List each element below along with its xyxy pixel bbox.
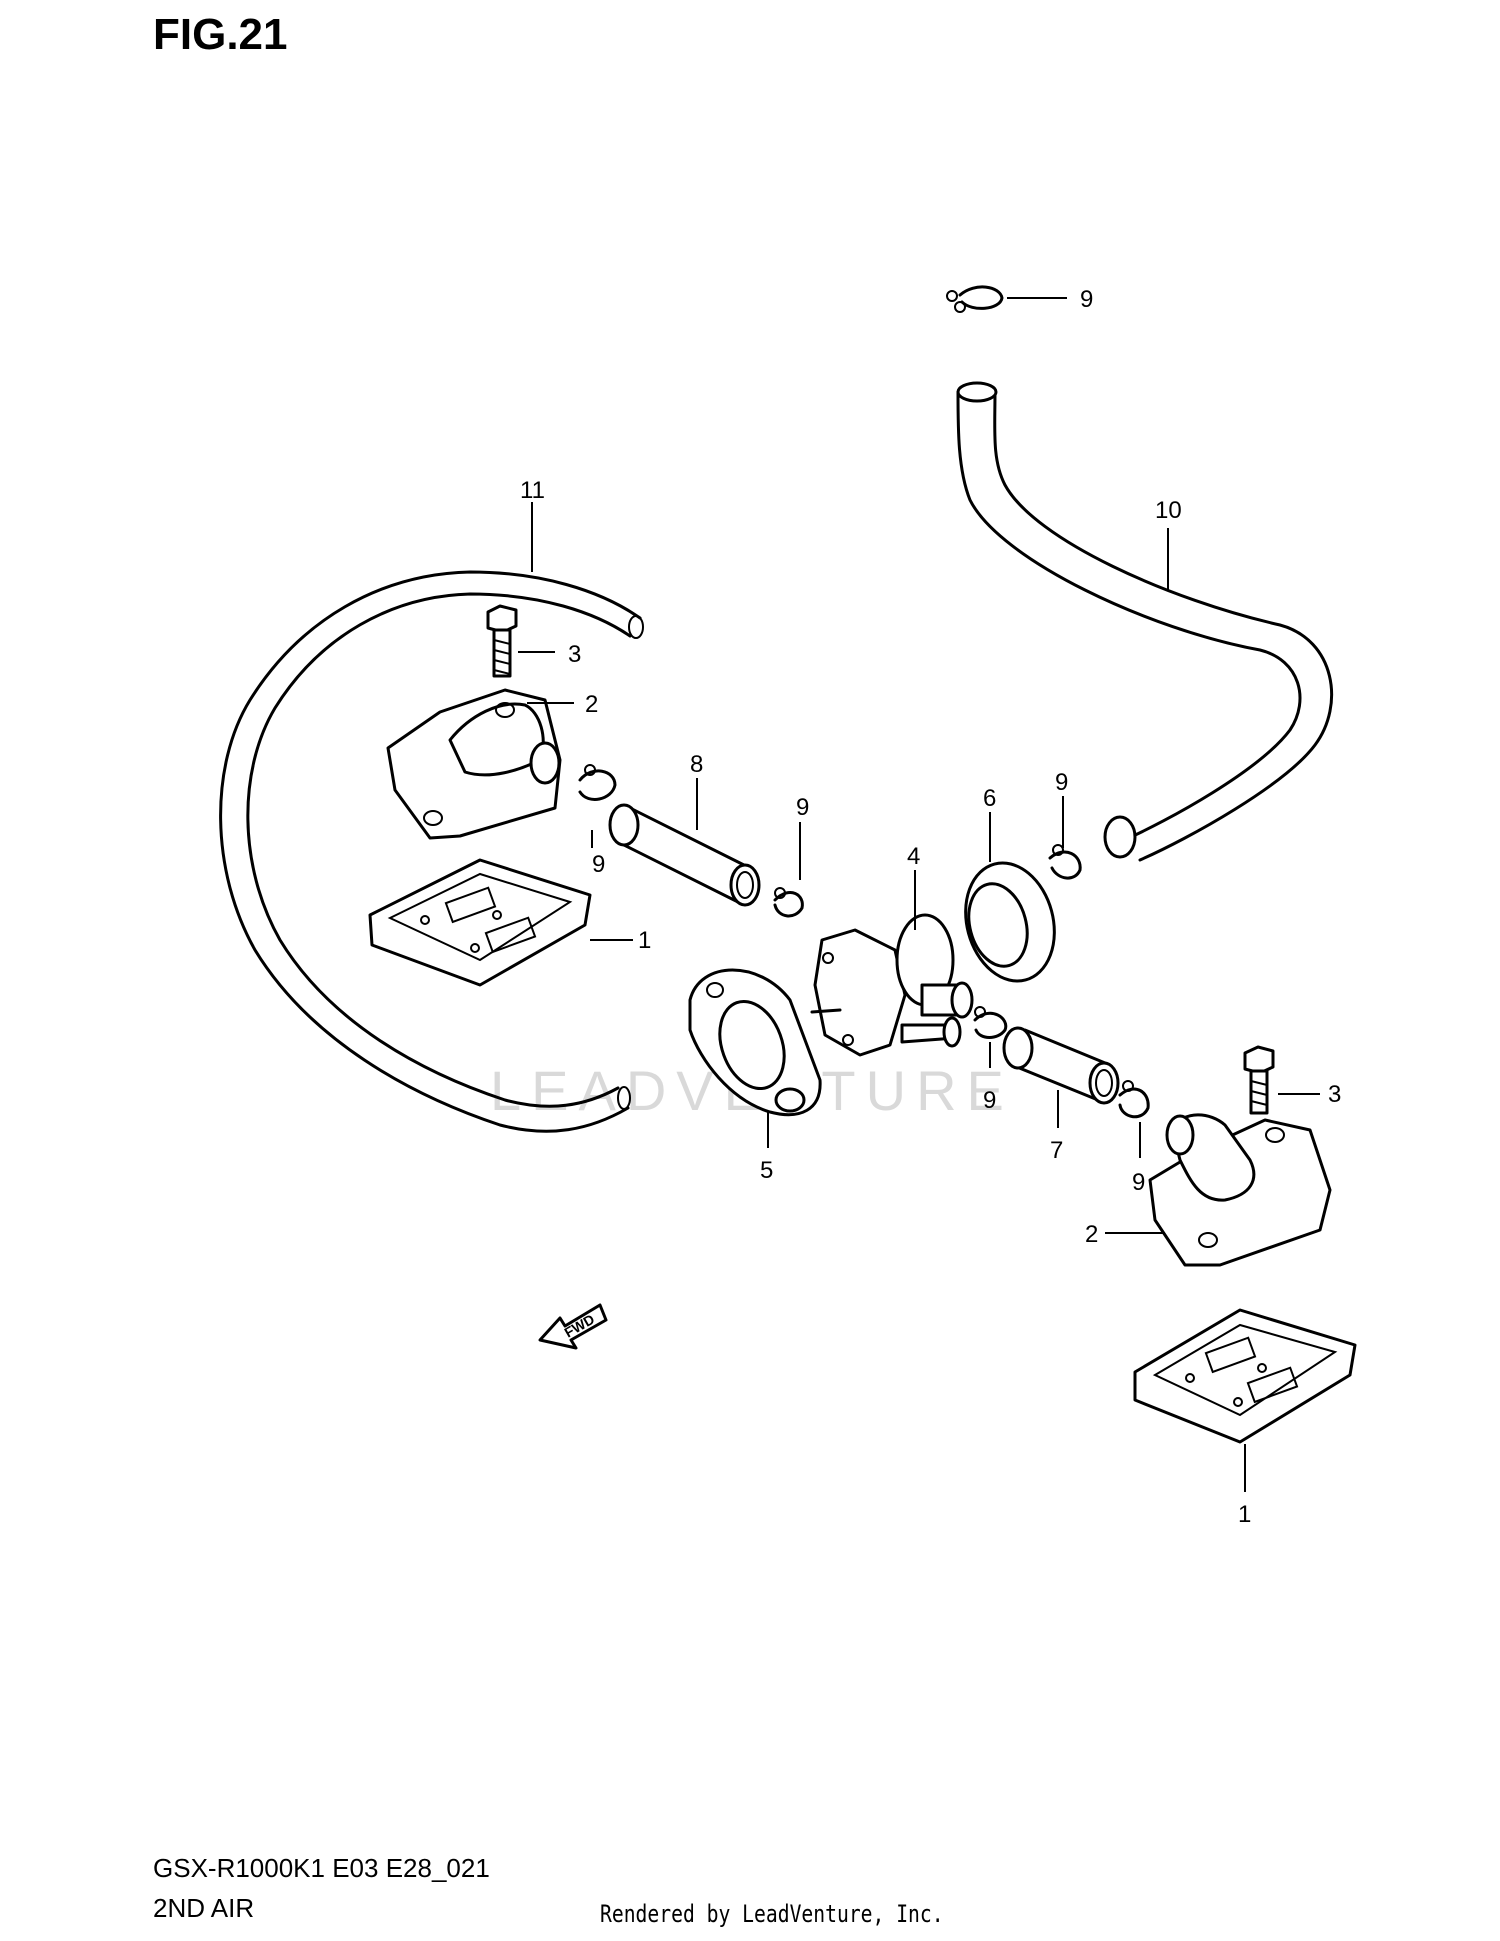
- callout-9: 9: [983, 1087, 996, 1114]
- callout-9: 9: [1055, 769, 1068, 796]
- hose-10: [956, 381, 1334, 862]
- callout-6: 6: [983, 785, 996, 812]
- hose-clip-9-right: [1048, 844, 1082, 880]
- callout-5: 5: [760, 1157, 773, 1184]
- callout-1: 1: [1238, 1501, 1251, 1528]
- hose-7: [1002, 1026, 1120, 1105]
- leader-lines: [518, 297, 1320, 1492]
- bolt-3-lower: [1243, 1045, 1275, 1115]
- callout-11: 11: [520, 477, 545, 504]
- section-name: 2ND AIR: [153, 1893, 255, 1923]
- callout-9: 9: [592, 851, 605, 878]
- reed-plate-1-lower: [1133, 1308, 1357, 1444]
- callout-9: 9: [1132, 1169, 1145, 1196]
- reed-cover-2-upper: [386, 688, 562, 840]
- callout-10: 10: [1155, 497, 1182, 524]
- callout-2: 2: [1085, 1221, 1098, 1248]
- callout-2: 2: [585, 691, 598, 718]
- callout-3: 3: [1328, 1081, 1341, 1108]
- hose-clip-9-left: [578, 764, 617, 801]
- reed-plate-1-upper: [368, 858, 592, 987]
- callout-9: 9: [1080, 286, 1093, 313]
- callout-9: 9: [796, 794, 809, 821]
- hose-8: [608, 803, 761, 907]
- hose-clip-9-lower: [973, 1006, 1008, 1039]
- callout-7: 7: [1050, 1137, 1063, 1164]
- reed-cover-2-lower: [1148, 1113, 1332, 1267]
- callout-labels: 9 11 10 3 2 8 9 9 6 9 4 1 9 3 5 7 9 2 1: [520, 286, 1341, 1528]
- air-valve-4: [810, 913, 974, 1057]
- hose-11: [219, 570, 644, 1133]
- callout-1: 1: [638, 927, 651, 954]
- figure-title: FIG.21: [153, 10, 288, 59]
- rubber-ring-6: [964, 861, 1056, 983]
- rubber-mount-5: [688, 968, 822, 1117]
- callout-4: 4: [907, 843, 920, 870]
- forward-arrow-icon: FWD: [538, 1303, 608, 1350]
- callout-3: 3: [568, 641, 581, 668]
- hose-clip-9-far-right: [1118, 1080, 1150, 1119]
- bolt-3-upper: [486, 604, 518, 678]
- callout-8: 8: [690, 751, 703, 778]
- hose-clip-9-top: [946, 285, 1004, 313]
- model-code: GSX-R1000K1 E03 E28_021: [153, 1853, 490, 1883]
- render-credit: Rendered by LeadVenture, Inc.: [600, 1900, 944, 1928]
- hose-clip-9-center-left: [773, 887, 804, 918]
